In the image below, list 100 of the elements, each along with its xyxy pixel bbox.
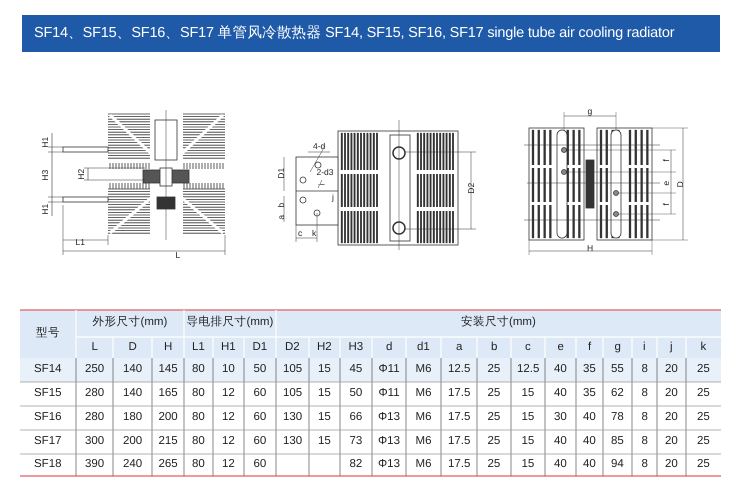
table-value: 73 xyxy=(350,436,362,448)
dimension-label: 2-d3 xyxy=(316,168,334,176)
row-label: SF14 xyxy=(34,364,62,376)
table-value: 60 xyxy=(254,412,266,424)
column-header: 安装尺寸(mm) xyxy=(461,317,536,328)
table-value: 240 xyxy=(123,459,142,470)
table-value: 20 xyxy=(665,459,678,470)
table-value: 280 xyxy=(85,412,104,424)
table-value: 17.5 xyxy=(448,412,470,424)
dimension-label: j xyxy=(332,192,334,201)
dimension-label: H3 xyxy=(40,169,50,180)
table-value: 8 xyxy=(642,364,648,376)
table-value: 80 xyxy=(192,412,205,424)
table-value: 8 xyxy=(642,459,648,470)
column-header: 型号 xyxy=(36,328,60,340)
dimension-label: H2 xyxy=(76,168,86,180)
dimension-label: D1 xyxy=(276,167,286,178)
table-value: 12 xyxy=(222,436,235,448)
table-value: 15 xyxy=(522,412,534,424)
table-value: 15 xyxy=(522,459,534,470)
table-value: M6 xyxy=(416,459,432,470)
table-value: 50 xyxy=(254,364,266,376)
table-value: 40 xyxy=(554,436,567,448)
dimension-label: L1 xyxy=(76,238,85,246)
table-value: 80 xyxy=(192,388,205,400)
table-value: 15 xyxy=(522,436,534,448)
column-header: L xyxy=(92,342,98,354)
table-value: 140 xyxy=(123,364,142,376)
table-value: 130 xyxy=(283,436,302,448)
table-value: 40 xyxy=(554,364,567,376)
table-value: M6 xyxy=(416,436,432,448)
table-value: 60 xyxy=(254,436,266,448)
column-header: H2 xyxy=(317,342,332,354)
column-header: k xyxy=(700,342,706,354)
table-value: 94 xyxy=(611,459,624,470)
table-value: Φ13 xyxy=(378,412,400,424)
table-value: 200 xyxy=(123,436,142,448)
table-value: 145 xyxy=(158,364,178,376)
column-header: 外形尺寸(mm) xyxy=(92,317,168,328)
table-value: 17.5 xyxy=(448,388,470,400)
table-value: 8 xyxy=(642,388,648,400)
table-value: 130 xyxy=(283,412,302,424)
table-value: 20 xyxy=(665,388,678,400)
table-value: 40 xyxy=(554,388,567,400)
column-header: H1 xyxy=(221,342,236,354)
table-value: 35 xyxy=(583,388,596,400)
row-label: SF18 xyxy=(34,459,62,470)
table-value: 12.5 xyxy=(448,364,470,376)
table-value: 105 xyxy=(283,388,302,400)
table-value: 80 xyxy=(192,459,205,470)
column-header: f xyxy=(588,342,592,354)
table-value: 390 xyxy=(85,459,104,470)
table-value: 15 xyxy=(318,412,331,424)
dimension-label: c xyxy=(298,228,302,237)
column-header: H xyxy=(164,342,172,354)
column-header: L1 xyxy=(192,342,205,354)
table-value: 40 xyxy=(583,436,596,448)
table-value: 35 xyxy=(583,364,596,376)
table-value: 250 xyxy=(85,364,104,376)
row-label: SF16 xyxy=(34,412,62,424)
table-value: 45 xyxy=(350,364,362,376)
dimension-label: f xyxy=(662,158,670,161)
table-value: 300 xyxy=(85,436,104,448)
table-value: 180 xyxy=(123,412,142,424)
table-value: Φ11 xyxy=(378,388,400,400)
table-value: 12 xyxy=(222,412,235,424)
table-value: 25 xyxy=(488,459,500,470)
table-value: 40 xyxy=(583,459,596,470)
table-value: 280 xyxy=(85,388,104,400)
dimension-label: b xyxy=(276,202,286,208)
table-value: Φ13 xyxy=(378,436,400,448)
dimension-label: H1 xyxy=(40,136,50,148)
column-header: d xyxy=(386,342,392,354)
table-value: 140 xyxy=(123,388,142,400)
table-value: 265 xyxy=(158,459,178,470)
table-value: 17.5 xyxy=(448,459,470,470)
table-value: 12.5 xyxy=(517,364,540,376)
table-value: 8 xyxy=(642,436,648,448)
column-header: e xyxy=(558,342,564,354)
table-value: 55 xyxy=(611,364,624,376)
dimension-label: e xyxy=(662,180,670,186)
title-bar: SF14、SF15、SF16、SF17 单管风冷散热器 SF14, SF15, SF16, SF17 single tube air cooling radiator xyxy=(22,15,720,52)
table-value: 25 xyxy=(488,412,500,424)
dimension-label: i xyxy=(318,182,326,185)
table-value: 80 xyxy=(192,364,205,376)
table-value: 12 xyxy=(222,388,235,400)
table-value: 15 xyxy=(522,388,534,400)
column-header: D1 xyxy=(252,342,268,354)
dimension-label: L xyxy=(176,250,180,259)
table-value: 60 xyxy=(254,459,266,470)
column-header: a xyxy=(456,342,462,354)
table-value: 80 xyxy=(192,436,205,448)
column-header: D xyxy=(128,342,137,354)
table-value: 17.5 xyxy=(448,436,470,448)
table-value: 82 xyxy=(350,459,362,470)
table-value: 15 xyxy=(318,364,331,376)
table-value: 78 xyxy=(611,412,624,424)
column-header: H3 xyxy=(348,342,364,354)
table-value: 20 xyxy=(665,364,678,376)
table-value: 25 xyxy=(488,364,500,376)
